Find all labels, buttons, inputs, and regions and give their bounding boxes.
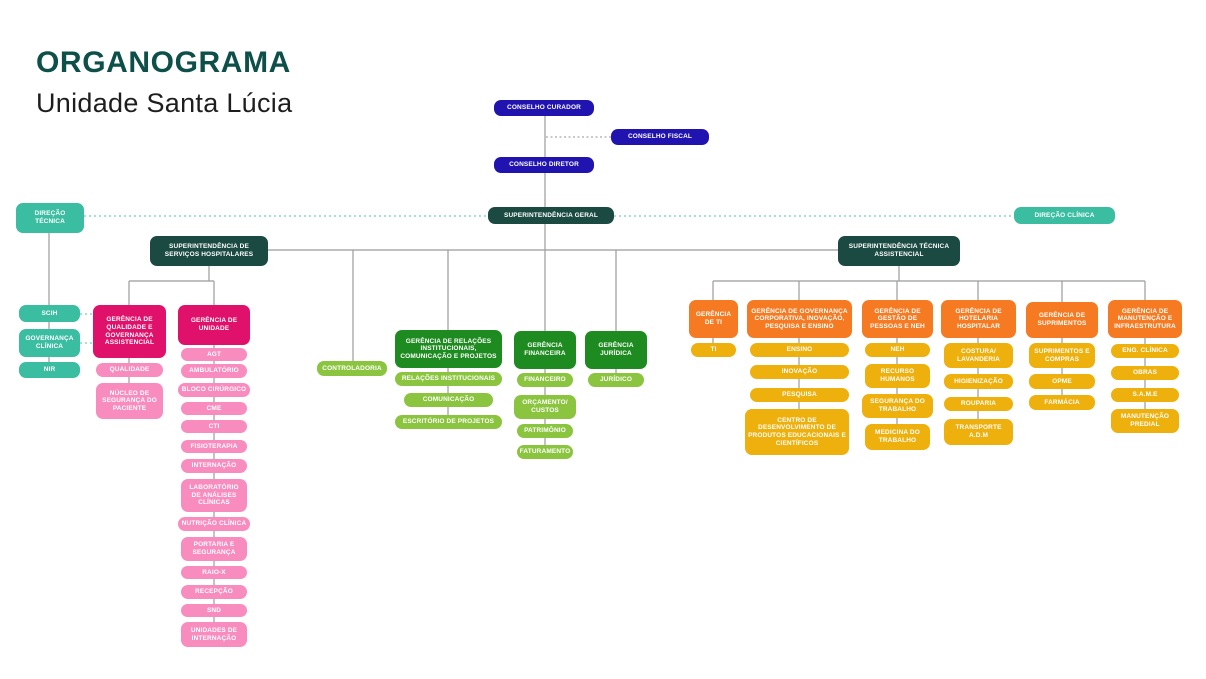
node-direcao-clinica: DIREÇÃO CLÍNICA: [1014, 207, 1115, 224]
node-cme: CME: [181, 402, 247, 415]
node-suprimentos-compras: SUPRIMENTOS E COMPRAS: [1029, 343, 1095, 368]
node-agt: AGT: [181, 348, 247, 361]
node-cti: CTI: [181, 420, 247, 433]
node-conselho-diretor: CONSELHO DIRETOR: [494, 157, 594, 173]
node-internacao: INTERNAÇÃO: [181, 459, 247, 473]
node-nir: NIR: [19, 362, 80, 378]
node-inovacao: INOVAÇÃO: [750, 365, 849, 379]
page-subtitle: Unidade Santa Lúcia: [36, 88, 293, 118]
node-governanca-clinica: GOVERNANÇA CLÍNICA: [19, 329, 80, 357]
node-gerencia-qualidade-governanca: GERÊNCIA DE QUALIDADE E GOVERNANÇA ASSIS…: [93, 305, 166, 358]
node-ambulatorio: AMBULATÓRIO: [181, 364, 247, 378]
node-qualidade: QUALIDADE: [96, 363, 163, 377]
node-transporte-adm: TRANSPORTE A.D.M: [944, 419, 1013, 445]
node-farmacia: FARMÁCIA: [1029, 395, 1095, 410]
node-gerencia-hotelaria: GERÊNCIA DE HOTELARIA HOSPITALAR: [941, 300, 1016, 338]
node-unidades-internacao: UNIDADES DE INTERNAÇÃO: [181, 622, 247, 647]
node-juridico: JURÍDICO: [588, 373, 644, 387]
node-gerencia-financeira: GERÊNCIA FINANCEIRA: [514, 331, 576, 369]
node-gerencia-unidade: GERÊNCIA DE UNIDADE: [178, 305, 250, 345]
node-relacoes-institucionais: RELAÇÕES INSTITUCIONAIS: [395, 372, 502, 386]
node-conselho-fiscal: CONSELHO FISCAL: [611, 129, 709, 145]
node-gerencia-ti: GERÊNCIA DE TI: [689, 300, 738, 338]
node-higienizacao: HIGIENIZAÇÃO: [944, 374, 1013, 389]
node-comunicacao: COMUNICAÇÃO: [404, 393, 493, 407]
node-controladoria: CONTROLADORIA: [317, 361, 387, 376]
node-obras: OBRAS: [1111, 366, 1179, 380]
node-gerencia-gestao-pessoas: GERÊNCIA DE GESTÃO DE PESSOAS E NEH: [862, 300, 933, 338]
node-manutencao-predial: MANUTENÇÃO PREDIAL: [1111, 409, 1179, 433]
node-nutricao-clinica: NUTRIÇÃO CLÍNICA: [178, 517, 250, 531]
node-costura-lavanderia: COSTURA/ LAVANDERIA: [944, 343, 1013, 368]
node-financeiro: FINANCEIRO: [517, 373, 573, 387]
node-superintendencia-servicos-hospitalares: SUPERINTENDÊNCIA DE SERVIÇOS HOSPITALARE…: [150, 236, 268, 266]
node-fisioterapia: FISIOTERAPIA: [181, 440, 247, 453]
node-nucleo-seguranca-paciente: NÚCLEO DE SEGURANÇA DO PACIENTE: [96, 383, 163, 419]
node-gerencia-relacoes-institucionais: GERÊNCIA DE RELAÇÕES INSTITUCIONAIS, COM…: [395, 330, 502, 368]
node-rouparia: ROUPARIA: [944, 397, 1013, 411]
node-opme: OPME: [1029, 374, 1095, 389]
node-superintendencia-geral: SUPERINTENDÊNCIA GERAL: [488, 207, 614, 224]
node-same: S.A.M.E: [1111, 388, 1179, 402]
node-pesquisa: PESQUISA: [750, 388, 849, 402]
node-ti: TI: [691, 343, 736, 357]
node-laboratorio-analises: LABORATÓRIO DE ANÁLISES CLÍNICAS: [181, 479, 247, 512]
node-orcamento-custos: ORÇAMENTO/ CUSTOS: [514, 395, 576, 419]
node-recurso-humanos: RECURSO HUMANOS: [865, 364, 930, 388]
node-portaria-seguranca: PORTARIA E SEGURANÇA: [181, 537, 247, 561]
node-snd: SND: [181, 604, 247, 617]
node-direcao-tecnica: DIREÇÃO TÉCNICA: [16, 203, 84, 233]
node-centro-desenvolvimento: CENTRO DE DESENVOLVIMENTO DE PRODUTOS ED…: [745, 409, 849, 455]
node-eng-clinica: ENG. CLÍNICA: [1111, 344, 1179, 358]
node-neh: NEH: [865, 343, 930, 357]
node-faturamento: FATURAMENTO: [517, 445, 573, 459]
node-patrimonio: PATRIMÔNIO: [517, 424, 573, 438]
node-recepcao: RECEPÇÃO: [181, 585, 247, 599]
node-gerencia-suprimentos: GERÊNCIA DE SUPRIMENTOS: [1026, 302, 1098, 338]
node-medicina-trabalho: MEDICINA DO TRABALHO: [865, 424, 930, 450]
node-gerencia-manutencao: GERÊNCIA DE MANUTENÇÃO E INFRAESTRUTURA: [1108, 300, 1182, 338]
node-seguranca-trabalho: SEGURANÇA DO TRABALHO: [862, 394, 933, 418]
node-escritorio-projetos: ESCRITÓRIO DE PROJETOS: [395, 415, 502, 429]
node-ensino: ENSINO: [750, 343, 849, 357]
node-gerencia-juridica: GERÊNCIA JURÍDICA: [585, 331, 647, 369]
node-superintendencia-tecnica-assistencial: SUPERINTENDÊNCIA TÉCNICA ASSISTENCIAL: [838, 236, 960, 266]
page-title: ORGANOGRAMA: [36, 46, 291, 79]
node-gerencia-governanca-corporativa: GERÊNCIA DE GOVERNANÇA CORPORATIVA, INOV…: [747, 300, 852, 338]
node-raio-x: RAIO-X: [181, 566, 247, 579]
node-bloco-cirurgico: BLOCO CIRÚRGICO: [178, 383, 250, 397]
node-scih: SCIH: [19, 305, 80, 322]
node-conselho-curador: CONSELHO CURADOR: [494, 100, 594, 116]
